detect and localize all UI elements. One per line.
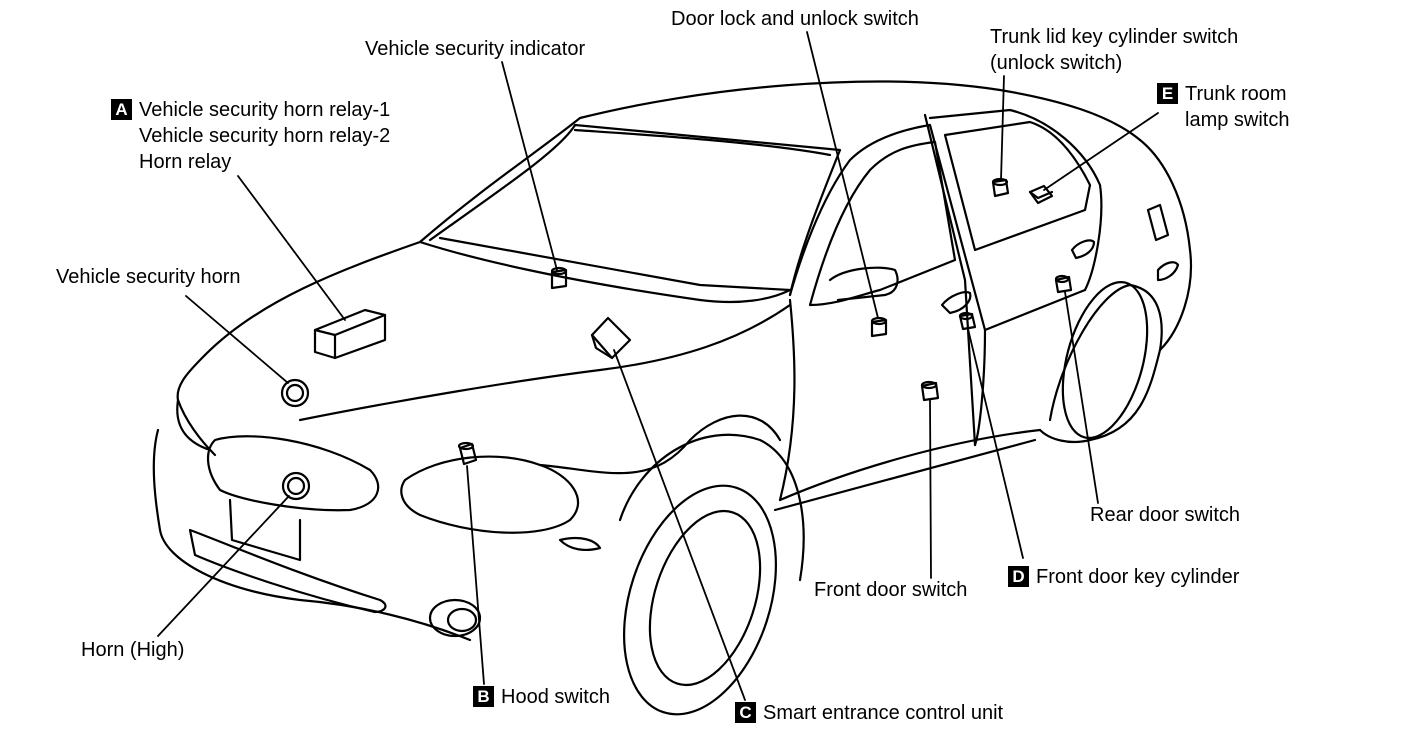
- label-trunk-lid-key-cylinder-switch: Trunk lid key cylinder switch (unlock sw…: [990, 24, 1238, 76]
- component-front-door-switch: [920, 380, 940, 402]
- label-trunk-line-1: Trunk lid key cylinder switch: [990, 26, 1239, 48]
- label-b-hood-switch: B Hood switch: [473, 684, 610, 710]
- component-security-horn: [280, 378, 310, 408]
- component-rear-door-switch: [1054, 274, 1073, 294]
- component-security-indicator: [550, 266, 568, 290]
- label-trunk-line-2: (unlock switch): [990, 52, 1123, 74]
- component-door-lock-switch: [870, 316, 888, 338]
- component-smart-entrance-unit: [590, 316, 632, 360]
- label-horn-relay: Horn relay: [139, 151, 232, 173]
- label-trunk-room-line-1: Trunk room: [1185, 83, 1287, 105]
- label-front-door-key-cylinder: Front door key cylinder: [1036, 566, 1240, 588]
- badge-b: B: [473, 686, 494, 707]
- badge-d: D: [1008, 566, 1029, 587]
- label-horn-relay-1: Vehicle security horn relay-1: [139, 99, 391, 121]
- label-trunk-room-line-2: lamp switch: [1185, 109, 1290, 131]
- label-front-door-switch: Front door switch: [814, 579, 968, 601]
- component-horn-high: [281, 471, 311, 501]
- component-hood-switch: [457, 441, 478, 466]
- car-body: [152, 80, 1192, 716]
- badge-e: E: [1157, 83, 1178, 104]
- badge-c: C: [735, 702, 756, 723]
- leader-lines: [157, 31, 1159, 701]
- label-a-relays: A Vehicle security horn relay-1 Vehicle s…: [111, 97, 390, 175]
- label-horn-relay-2: Vehicle security horn relay-2: [139, 125, 391, 147]
- label-rear-door-switch: Rear door switch: [1090, 504, 1241, 526]
- component-relay-box: [313, 308, 387, 360]
- label-hood-switch: Hood switch: [501, 686, 610, 708]
- label-c-smart-entrance: C Smart entrance control unit: [735, 700, 1003, 726]
- component-trunk-key-switch: [991, 177, 1010, 198]
- label-d-front-door-key-cylinder: D Front door key cylinder: [1008, 564, 1239, 590]
- label-smart-entrance-control-unit: Smart entrance control unit: [763, 702, 1004, 724]
- component-trunk-room-lamp-switch: [1028, 184, 1054, 205]
- label-vehicle-security-horn: Vehicle security horn: [56, 266, 241, 288]
- label-door-lock-unlock-switch: Door lock and unlock switch: [671, 8, 919, 30]
- label-horn-high: Horn (High): [81, 639, 185, 661]
- label-vehicle-security-indicator: Vehicle security indicator: [365, 38, 586, 60]
- label-e-trunk-room-lamp: E Trunk room lamp switch: [1157, 81, 1289, 133]
- component-front-door-key-cylinder: [958, 311, 977, 331]
- badge-a: A: [111, 99, 132, 120]
